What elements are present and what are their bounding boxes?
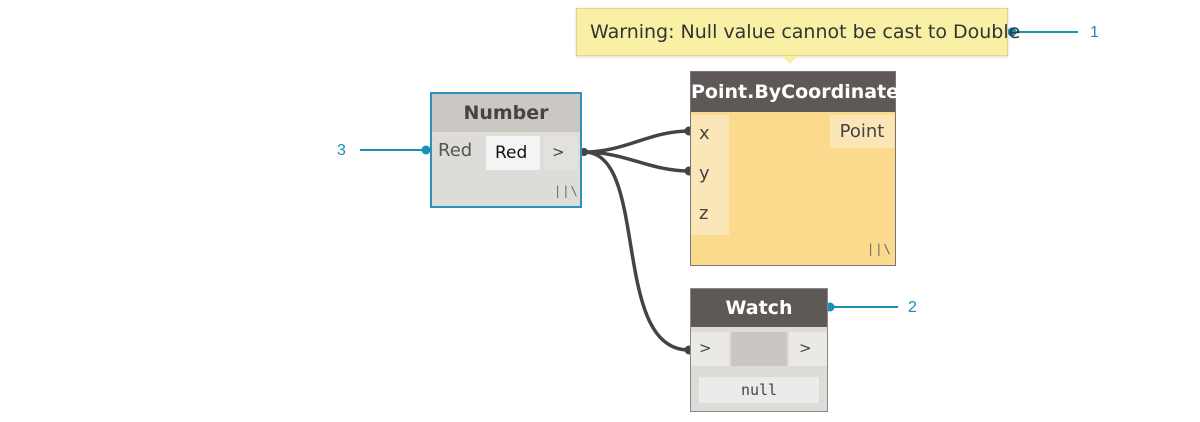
- number-node-input-label: Red: [438, 140, 473, 161]
- input-port-z[interactable]: z: [691, 195, 729, 235]
- watch-input-port[interactable]: >: [691, 332, 729, 366]
- watch-port-spacer: [731, 332, 787, 366]
- input-port-x[interactable]: x: [691, 115, 729, 155]
- callout-number-3: 3: [337, 142, 346, 159]
- callout-dot-1: [1007, 27, 1017, 37]
- point-lacing-icon[interactable]: ||\: [867, 242, 892, 256]
- number-node-title[interactable]: Number: [432, 94, 580, 132]
- number-node[interactable]: Number Red Red > ||\: [430, 92, 582, 208]
- callout-dot-3: [421, 145, 431, 155]
- watch-node-title[interactable]: Watch: [691, 289, 827, 327]
- port-dot-number-out: [580, 148, 588, 156]
- callout-number-1: 1: [1090, 24, 1099, 41]
- output-port-point[interactable]: Point: [830, 115, 894, 148]
- wire-number-to-y[interactable]: [583, 150, 690, 173]
- watch-value-display: null: [699, 377, 819, 403]
- warning-tooltip-tail: [782, 56, 798, 64]
- point-by-coordinates-node[interactable]: Point.ByCoordinates x y z Point ||\: [690, 71, 910, 266]
- number-value-input[interactable]: Red: [486, 136, 540, 170]
- wire-number-to-watch[interactable]: [583, 150, 690, 352]
- number-output-port[interactable]: >: [544, 136, 578, 170]
- wire-number-to-x[interactable]: [583, 129, 690, 154]
- warning-tooltip: Warning: Null value cannot be cast to Do…: [576, 8, 1020, 56]
- input-port-y[interactable]: y: [691, 155, 729, 195]
- point-node-title[interactable]: Point.ByCoordinates: [691, 72, 910, 112]
- callout-number-2: 2: [908, 299, 917, 316]
- watch-node[interactable]: Watch > > null: [690, 288, 828, 412]
- watch-output-port[interactable]: >: [789, 332, 827, 366]
- number-lacing-icon[interactable]: ||\: [554, 184, 579, 198]
